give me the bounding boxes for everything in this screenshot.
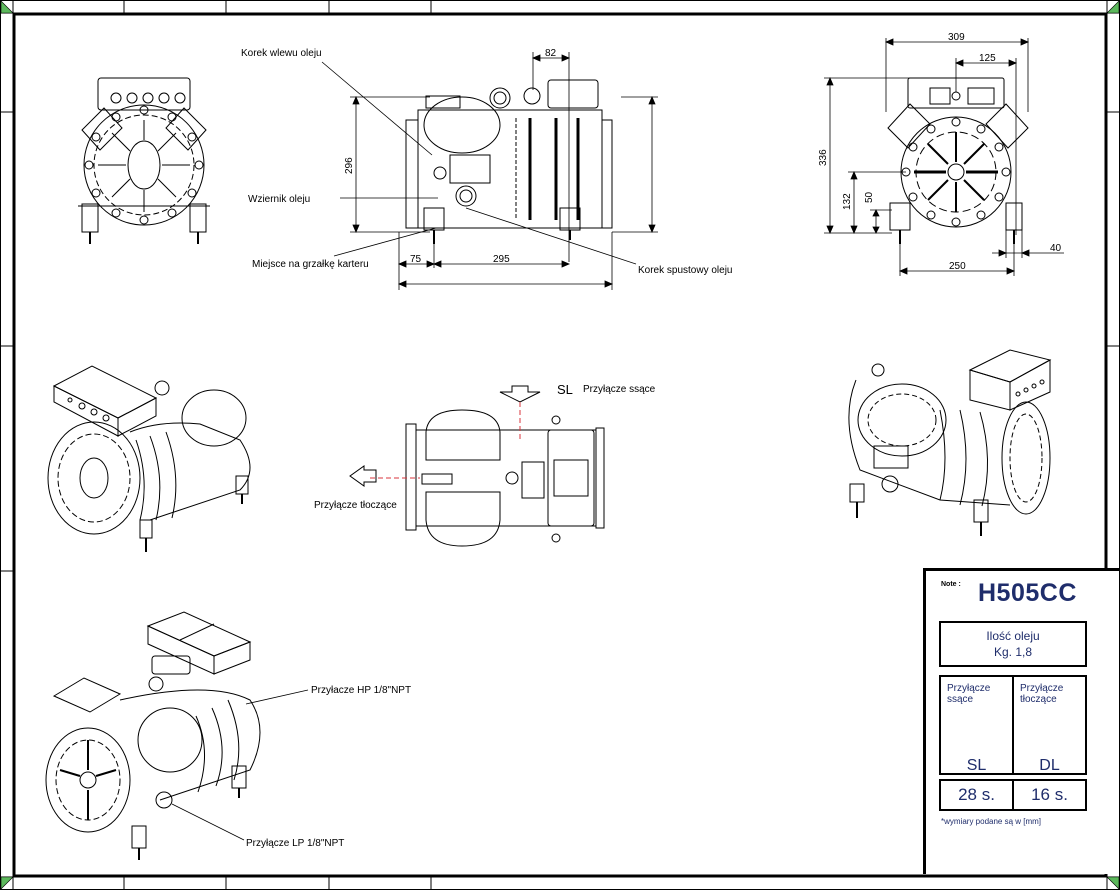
label-crankcase-heater: Miejsce na grzałkę karteru [252, 259, 369, 270]
dim-50: 50 [864, 191, 875, 203]
dim-295: 295 [493, 254, 510, 265]
iso-view-right-drawing [848, 349, 1052, 536]
note-label: Note : [941, 581, 961, 588]
front-view-texts: 309 125 336 132 50 40 250 [818, 32, 1062, 272]
hp-connection-label: Przyłacze HP 1/8"NPT [311, 685, 411, 696]
suction-connection-code: SL [966, 757, 987, 774]
side-view-dimensions [321, 52, 658, 290]
discharge-connection-label: Przyłącze tłoczące [314, 500, 397, 511]
corner-mark-bottom-left [0, 876, 14, 890]
oil-quantity-box: Ilość oleju Kg. 1,8 [939, 621, 1087, 667]
oil-quantity-label: Ilość oleju [986, 629, 1040, 643]
side-view-drawing [405, 79, 613, 244]
dim-75: 75 [410, 254, 422, 265]
discharge-connection-cell: Przyłącze tłoczące DL [1012, 677, 1085, 774]
connection-sizes-box: 28 s. 16 s. [939, 779, 1087, 811]
iso-view-left-drawing [47, 365, 251, 552]
dim-250: 250 [949, 261, 966, 272]
end-view-drawing [78, 77, 210, 244]
front-view-dimensions [824, 38, 1064, 276]
label-oil-sight-glass: Wziernik oleju [248, 194, 310, 205]
label-oil-fill-plug: Korek wlewu oleju [241, 48, 322, 59]
lp-connection-label: Przyłącze LP 1/8"NPT [246, 838, 344, 849]
units-footnote: *wymiary podane są w [mm] [941, 817, 1042, 826]
iso-view-bottom-drawing [45, 611, 261, 860]
dim-height-296: 296 [344, 157, 355, 174]
title-block: Note : H505CC Ilość oleju Kg. 1,8 Przyłą… [923, 568, 1119, 874]
suction-connection-label: Przyłącze ssące [583, 384, 656, 395]
label-oil-drain-plug: Korek spustowy oleju [638, 265, 733, 276]
side-view-texts: Korek wlewu oleju Wziernik oleju Miejsce… [241, 48, 733, 276]
suction-code-label: SL [557, 382, 573, 397]
connections-box: Przyłącze ssące SL Przyłącze tłoczące DL [939, 675, 1087, 775]
dim-125: 125 [979, 53, 996, 64]
discharge-connection-size: 16 s. [1012, 781, 1085, 809]
oil-quantity-value: Kg. 1,8 [993, 645, 1033, 659]
suction-arrow-icon [499, 385, 541, 403]
iso-view-bottom-texts: Przyłacze HP 1/8"NPT Przyłącze LP 1/8"NP… [171, 685, 411, 849]
discharge-connection-title: Przyłącze tłoczące [1020, 683, 1064, 705]
front-view-drawing [887, 77, 1029, 244]
discharge-arrow-icon [349, 465, 377, 487]
dim-309: 309 [948, 32, 965, 43]
suction-connection-size: 28 s. [958, 785, 995, 804]
dim-336: 336 [818, 149, 829, 166]
corner-mark-top-right [1106, 0, 1120, 14]
corner-mark-top-left [0, 0, 14, 14]
dim-132: 132 [842, 193, 853, 210]
corner-mark-bottom-right [1106, 876, 1120, 890]
dim-82: 82 [545, 48, 557, 59]
suction-connection-title: Przyłącze ssące [947, 683, 991, 705]
top-view-arrows: SL Przyłącze ssące Przyłącze tłoczące [314, 382, 656, 511]
suction-connection-cell: Przyłącze ssące SL [941, 677, 1012, 774]
top-view-drawing [405, 409, 605, 547]
dim-40: 40 [1050, 243, 1062, 254]
discharge-connection-code: DL [1039, 757, 1060, 774]
model-name: H505CC [978, 579, 1077, 607]
